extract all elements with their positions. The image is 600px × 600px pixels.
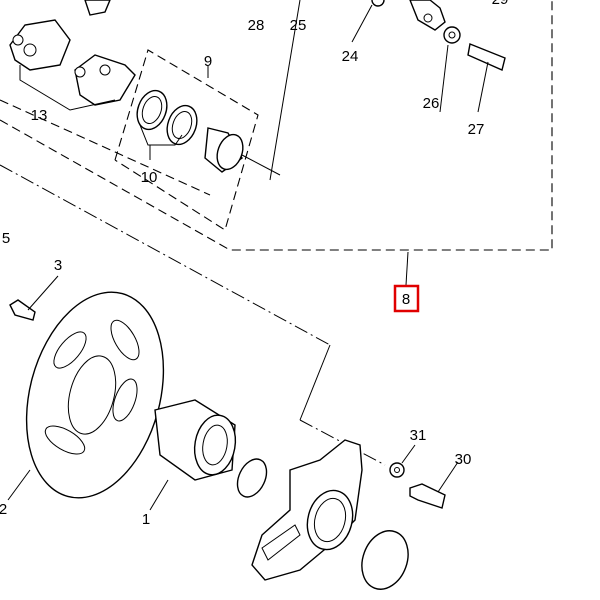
callout-13[interactable]: 13: [31, 107, 48, 124]
callout-25[interactable]: 25: [290, 17, 307, 34]
highlight-box: [393, 284, 420, 313]
caliper-bracket: [251, 439, 446, 590]
callout-1[interactable]: 1: [142, 511, 150, 528]
callout-24[interactable]: 24: [342, 48, 359, 65]
callout-28[interactable]: 28: [248, 17, 265, 34]
callout-29[interactable]: 29: [492, 0, 509, 8]
callout-5[interactable]: 5: [2, 230, 10, 247]
callout-3[interactable]: 3: [54, 257, 62, 274]
callout-10[interactable]: 10: [141, 169, 158, 186]
callout-8[interactable]: 8: [402, 291, 410, 308]
assembly-boundary: [0, 0, 553, 466]
callout-27[interactable]: 27: [468, 121, 485, 138]
callout-26[interactable]: 26: [423, 95, 440, 112]
callout-31[interactable]: 31: [410, 427, 427, 444]
leader-lines: [7, 4, 489, 511]
wheel-hub: [154, 399, 268, 498]
disc-bolt: [9, 299, 36, 321]
caliper-seals: [136, 89, 281, 176]
kit-9-boundary: [114, 49, 259, 231]
callout-labels: 28 25 29 24 26 27 9 13 10 5 3 8 31 30 2 …: [0, 0, 508, 528]
callout-30[interactable]: 30: [455, 451, 472, 468]
callout-9[interactable]: 9: [204, 53, 212, 70]
bracket-hardware: [371, 0, 506, 71]
brake-pads: [9, 0, 136, 111]
brake-disc: [25, 291, 165, 499]
callout-2[interactable]: 2: [0, 501, 7, 518]
